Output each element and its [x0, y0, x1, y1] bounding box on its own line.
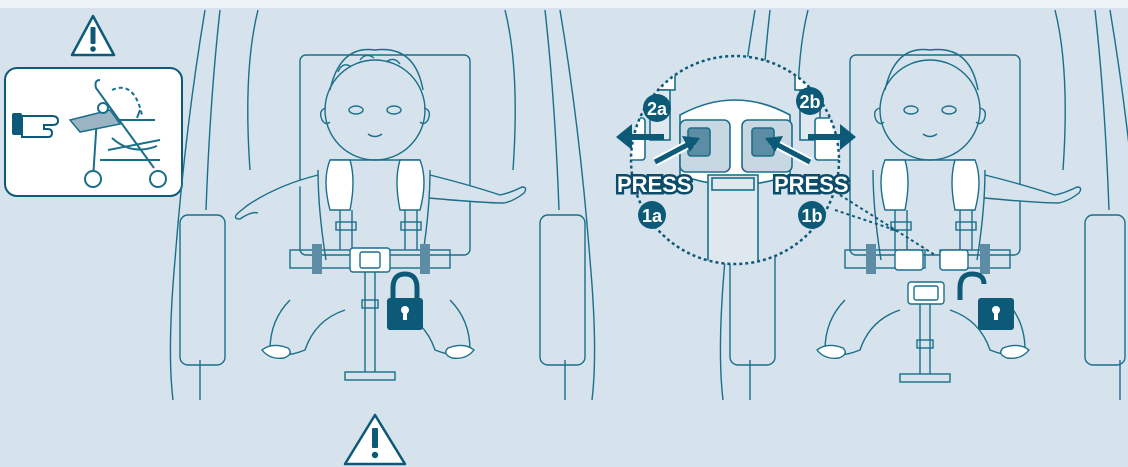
step-badge-1a: 1a: [638, 201, 666, 229]
step-badge-2b: 2b: [796, 87, 824, 115]
buckle-zoom-detail: PRESS PRESS 2a 2b 1a 1b: [615, 50, 856, 275]
step-badge-2a: 2a: [643, 94, 671, 122]
svg-text:1a: 1a: [642, 206, 663, 226]
press-label-left: PRESS: [617, 172, 692, 197]
padlock-open-icon: [960, 274, 1014, 330]
warning-icon-bottom: [345, 415, 405, 464]
svg-text:2a: 2a: [647, 99, 668, 119]
pointing-hand-icon: [12, 113, 58, 137]
svg-text:1b: 1b: [801, 206, 822, 226]
press-label-right: PRESS: [774, 172, 849, 197]
svg-text:2b: 2b: [799, 92, 820, 112]
warning-icon-top: [72, 16, 114, 55]
seat-left: [170, 10, 594, 400]
padlock-closed-icon: [387, 274, 423, 330]
stroller-fold-inset: [5, 68, 182, 196]
step-badge-1b: 1b: [798, 201, 826, 229]
